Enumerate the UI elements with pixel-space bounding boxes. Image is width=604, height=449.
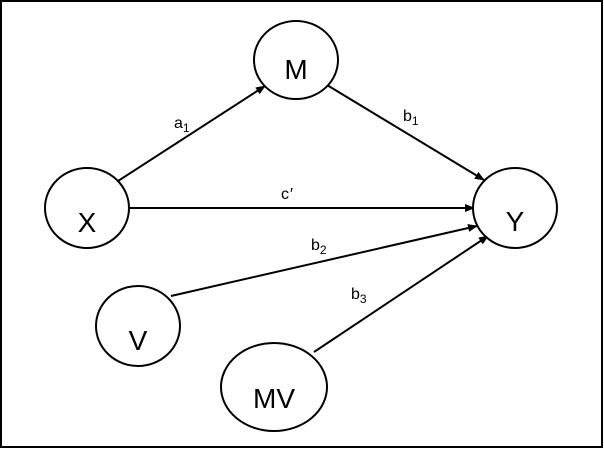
node-label-y: Y [506,206,525,237]
edge-mv-to-y [313,235,489,353]
edge-v-to-y [170,224,478,297]
node-m: M [253,20,339,100]
node-label-x: X [78,207,97,238]
edge-label-c-prime: c′ [281,186,293,203]
node-mv: MV [220,342,328,432]
node-x: X [44,167,130,249]
edge-label-b1: b1 [403,108,419,128]
edge-label-b3: b3 [351,286,367,306]
node-label-v: V [129,325,148,356]
edge-label-a1: a1 [174,115,190,135]
edge-x-to-m [117,85,266,182]
node-label-mv: MV [253,383,295,414]
node-y: Y [472,167,558,249]
node-v: V [95,285,181,367]
node-label-m: M [284,54,307,85]
edge-m-to-y [326,84,485,181]
edge-label-b2: b2 [311,237,327,257]
